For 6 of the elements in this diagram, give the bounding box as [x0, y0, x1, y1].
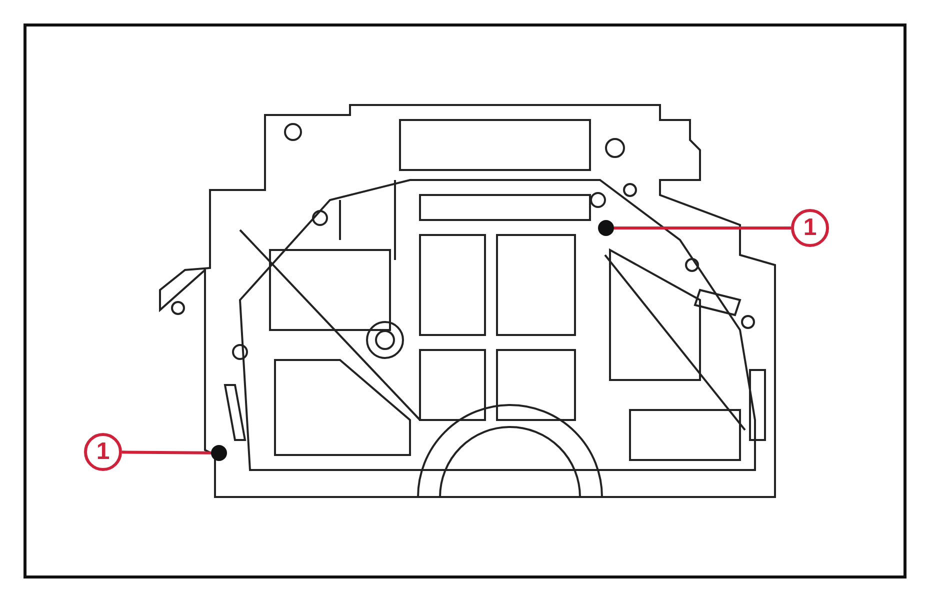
leader-line [614, 226, 791, 230]
callout-number: 1 [84, 433, 122, 471]
marker-dot [598, 220, 614, 236]
callout-number: 1 [791, 209, 829, 247]
marker-dot [211, 445, 227, 461]
leader-line [122, 450, 212, 454]
